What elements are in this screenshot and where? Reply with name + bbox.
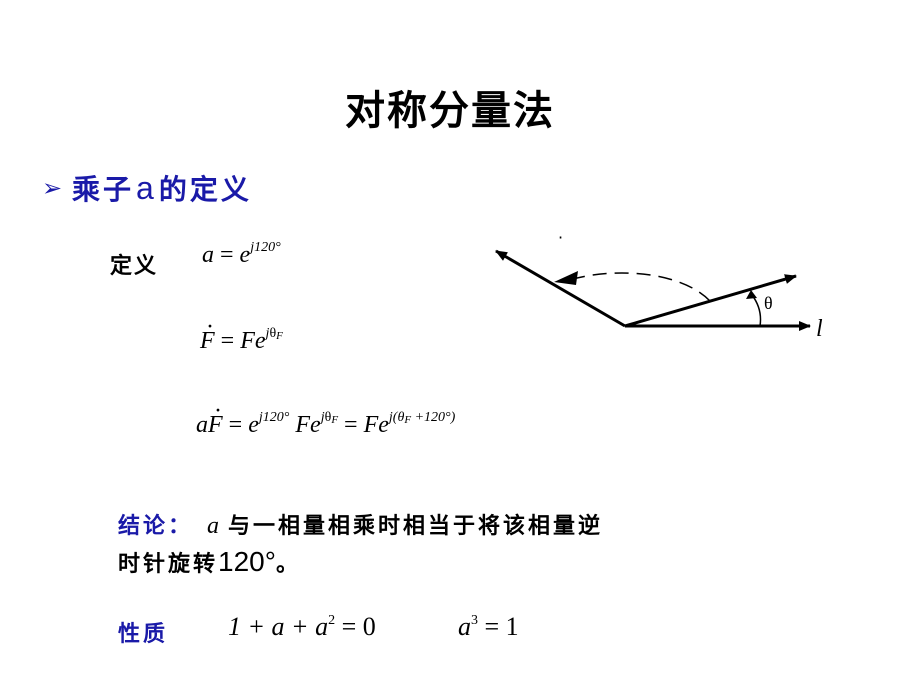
- rotation-arc-arrowhead: [554, 271, 578, 285]
- conclusion-label: 结论：: [118, 514, 194, 539]
- rotation-arc: [565, 272, 711, 302]
- theta-arc-arrowhead: [746, 290, 757, 299]
- heading-part-1: 乘子: [72, 173, 135, 206]
- page-title: 对称分量法: [345, 88, 555, 134]
- property-label: 性质: [118, 622, 169, 647]
- rotation-diagram: · θ l: [495, 228, 823, 342]
- axis-label: l: [816, 316, 823, 342]
- heading-part-2: 的定义: [158, 173, 252, 206]
- heading-symbol: a: [136, 170, 157, 206]
- section-heading: ➢ 乘子a的定义: [42, 168, 252, 208]
- equation-af-product: aF· = ej120° FejθF = Fej(θF +120°): [196, 398, 456, 438]
- conclusion-text-2: 时针旋转: [118, 552, 219, 577]
- theta-label: θ: [764, 293, 773, 313]
- conclusion-text-1: 与一相量相乘时相当于将该相量逆: [228, 514, 604, 539]
- theta-arc: [751, 294, 762, 327]
- equation-f-phasor: F· = FejθF: [200, 314, 283, 354]
- phasor-f-arrow: [624, 274, 797, 328]
- property-equation-1: 1 + a + a2 = 0: [228, 612, 376, 641]
- definition-label: 定义: [110, 254, 159, 279]
- property-equation-2: a3 = 1: [458, 612, 519, 641]
- diagram-dot: ·: [558, 228, 563, 247]
- equation-a-definition: a = ej120°: [202, 240, 281, 268]
- dot-accent: ·: [214, 398, 222, 424]
- dot-accent: ·: [206, 314, 214, 340]
- conclusion-period: 。: [275, 552, 301, 577]
- arrow-bullet-icon: ➢: [42, 174, 63, 202]
- conclusion-degrees: 120°: [218, 546, 276, 577]
- conclusion-symbol: a: [207, 513, 223, 539]
- heading-text: 乘子a的定义: [72, 168, 252, 208]
- conclusion-line-2: 时针旋转120°。: [118, 546, 301, 578]
- phasor-af-arrow: [495, 249, 626, 328]
